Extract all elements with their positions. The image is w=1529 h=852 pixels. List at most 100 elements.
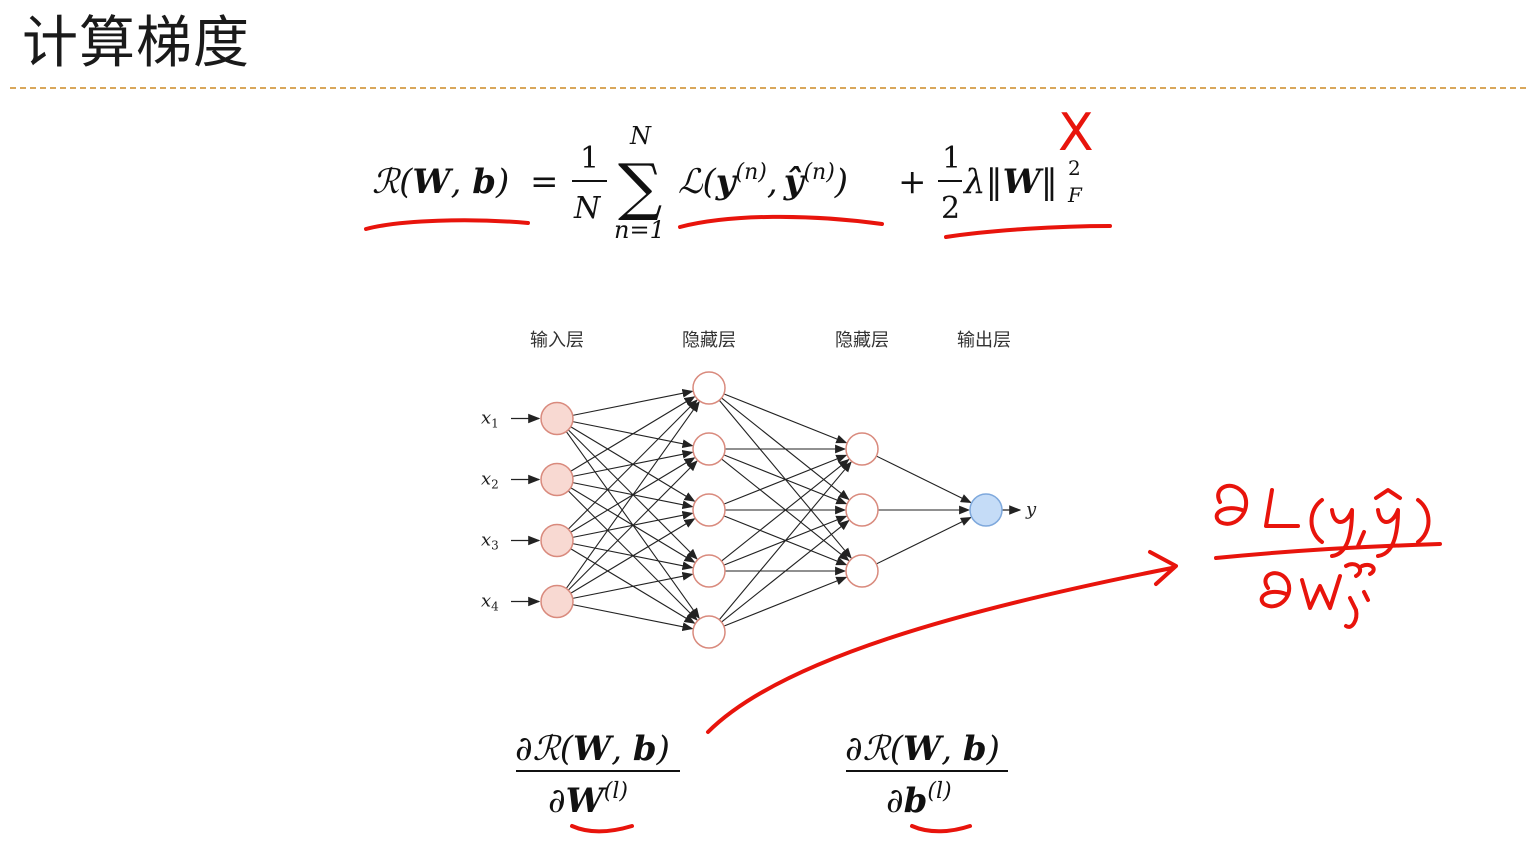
hw-fraction-bar (1214, 542, 1442, 560)
svg-text:∂W(l): ∂W(l) (548, 779, 628, 821)
equals-sign: = (530, 162, 559, 202)
input-node-l0-2 (540, 523, 574, 558)
hidden-node-l2-1 (845, 493, 879, 527)
edge-l0-3-2 (570, 518, 696, 594)
red-ink-annotations: X (364, 103, 1442, 834)
comma: , (941, 729, 963, 769)
hw-w (1300, 574, 1342, 610)
edge-l2-0-0 (876, 455, 972, 503)
handwritten-gradient (1214, 483, 1442, 629)
loss-close-paren: ) (834, 162, 848, 202)
risk-symbol: ℛ (863, 729, 893, 769)
slide-title: 计算梯度 (22, 11, 250, 76)
hw-close-paren (1416, 498, 1431, 544)
plus-sign: + (898, 162, 927, 202)
edge-l1-4-1 (721, 519, 850, 623)
output-label: y (1025, 499, 1037, 520)
layer-title-3: 输出层 (957, 330, 1011, 351)
edge-l1-4-0 (718, 461, 852, 621)
hw-partial-top (1214, 483, 1248, 526)
label-y: y (715, 162, 738, 202)
hw-open-paren (1309, 498, 1324, 544)
hidden-node-l2-2 (845, 554, 879, 588)
input-node-l0-1 (540, 462, 574, 497)
hidden-node-l1-4 (692, 615, 726, 649)
lhs-close-paren: ) (495, 162, 509, 202)
network-nodes (540, 371, 1003, 649)
input-label-2: x2 (481, 469, 499, 492)
underline-loss (678, 214, 884, 229)
mean-fraction-numerator: 1 (580, 141, 599, 176)
svg-text:ℒ(y(n),ŷ(n)): ℒ(y(n),ŷ(n)) (678, 160, 848, 202)
hidden-node-l1-0 (692, 371, 726, 405)
svg-text:∂b(l): ∂b(l) (886, 779, 952, 821)
network-edges (511, 388, 1022, 632)
underline-dw (570, 824, 634, 834)
edge-l2-2-0 (876, 517, 972, 565)
risk-symbol: ℛ (372, 162, 402, 202)
weight-symbol: W (566, 781, 607, 821)
norm-subscript: F (1067, 183, 1083, 207)
norm-close: ‖ (1041, 162, 1058, 202)
arrow-head (1148, 550, 1178, 586)
risk-formula: ℛ(W, b) = 1 N N ∑ n=1 ℒ(y(n),ŷ(n)) + 1 2… (372, 122, 1083, 244)
norm-superscript: 2 (1068, 156, 1081, 180)
prediction-yhat: ŷ (783, 162, 806, 202)
weight-symbol: W (412, 162, 453, 202)
arrow-curve (706, 566, 1174, 734)
edge-l0-3-0 (565, 400, 700, 589)
loss-comma: , (767, 162, 778, 202)
norm-open: ‖ (986, 162, 1003, 202)
edge-l1-3-0 (721, 458, 850, 562)
risk-symbol: ℛ (533, 729, 563, 769)
hw-sub (1344, 590, 1370, 629)
bias-symbol: b (963, 729, 987, 769)
output-node-l3-0 (969, 493, 1003, 527)
input-label-1: x1 (481, 408, 499, 431)
hw-L (1264, 488, 1300, 528)
layer-title-1: 隐藏层 (682, 330, 736, 351)
svg-text:ℛ(W, b): ℛ(W, b) (372, 162, 509, 202)
hidden-node-l1-3 (692, 554, 726, 588)
lambda-symbol: λ (962, 162, 986, 202)
loss-symbol: ℒ (678, 162, 704, 202)
close-paren: ) (986, 729, 1000, 769)
sum-upper-limit: N (629, 122, 652, 150)
svg-text:λ‖W‖: λ‖W‖ (962, 162, 1058, 202)
lhs-comma: , (451, 162, 473, 202)
input-node-l0-3 (540, 584, 574, 619)
partial-symbol: ∂ (886, 781, 904, 821)
edge-l0-3-3 (572, 571, 694, 599)
neural-network-diagram: x1x2x3x4y输入层隐藏层隐藏层输出层 (481, 330, 1037, 649)
prediction-superscript: (n) (803, 160, 834, 185)
edge-l0-2-0 (567, 399, 698, 530)
input-node-l0-0 (540, 401, 574, 436)
reg-fraction-denominator: 2 (941, 191, 960, 226)
hw-yhat (1374, 488, 1402, 558)
reg-fraction-numerator: 1 (942, 141, 961, 176)
underline-regularizer (944, 224, 1112, 239)
close-paren: ) (656, 729, 670, 769)
input-label-4: x4 (481, 591, 499, 614)
edge-l0-3-1 (567, 460, 698, 591)
svg-text:∂ℛ(W, b): ∂ℛ(W, b) (845, 729, 1000, 769)
hw-comma (1356, 530, 1366, 548)
svg-text:∂ℛ(W, b): ∂ℛ(W, b) (515, 729, 670, 769)
partial-symbol: ∂ (548, 781, 566, 821)
underline-risk (364, 218, 530, 231)
cross-mark: X (1058, 103, 1094, 163)
layer-superscript: (l) (927, 779, 951, 804)
edge-l1-2-0 (723, 454, 848, 505)
gradient-b-fraction: ∂ℛ(W, b) ∂b(l) (845, 729, 1008, 821)
hidden-node-l1-2 (692, 493, 726, 527)
edge-l0-0-0 (572, 388, 694, 416)
partial-symbol: ∂ (845, 729, 863, 769)
bias-symbol: b (472, 162, 496, 202)
edge-l1-0-0 (723, 393, 848, 444)
layer-title-0: 输入层 (530, 330, 584, 351)
weight-symbol: W (903, 729, 944, 769)
hw-partial-bottom (1259, 571, 1292, 609)
hidden-node-l1-1 (692, 432, 726, 466)
input-label-3: x3 (481, 530, 499, 553)
